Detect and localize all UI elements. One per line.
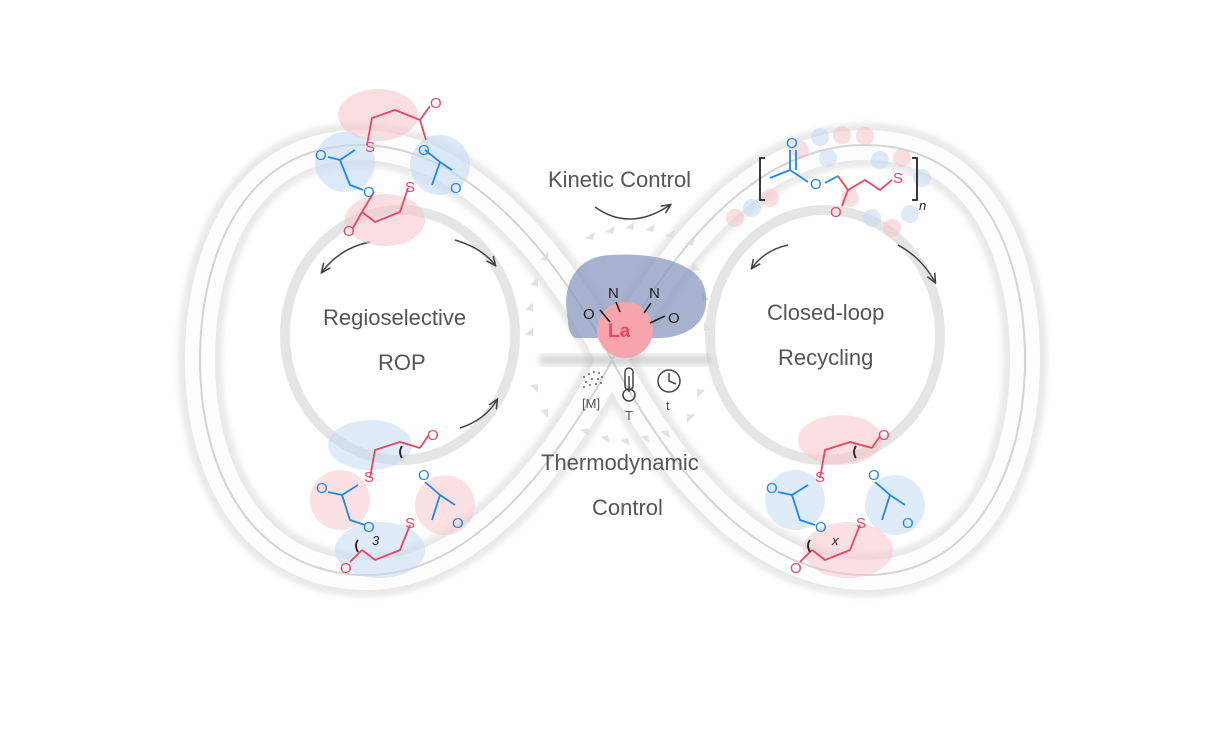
ester-o-right: O <box>418 142 430 159</box>
rop-label: ROP <box>378 350 426 375</box>
n-atom-left: N <box>608 285 619 302</box>
polymer-carbonyl-o-red: O <box>830 204 842 221</box>
recycling-label: Recycling <box>778 345 873 370</box>
oligomer-sulfur-right: S <box>405 515 415 532</box>
oligomer-carbonyl-o-right: O <box>452 515 464 532</box>
polymer-ester-o: O <box>810 176 822 193</box>
recycled-carbonyl-o-right: O <box>902 515 914 532</box>
polymer-top-right: O O S O n <box>726 126 931 237</box>
left-bottom-arrow <box>459 400 497 429</box>
closed-loop-label: Closed-loop <box>767 300 884 325</box>
concentration-label: [M] <box>582 396 600 411</box>
thermometer-icon <box>622 367 636 402</box>
kinetic-arrow <box>594 205 670 220</box>
chevron-pattern <box>525 222 712 446</box>
concentration-dots-icon <box>583 371 603 388</box>
right-top-left-arrow <box>752 244 789 268</box>
recycled-carbonyl-o-top: O <box>878 427 890 444</box>
polymer-sulfur: S <box>893 170 903 187</box>
o-atom-right: O <box>668 310 680 327</box>
oligomer-carbonyl-o-top: O <box>427 427 439 444</box>
time-label: t <box>666 398 670 413</box>
recycled-sulfur-left: S <box>815 469 825 486</box>
la-metal-label: La <box>608 321 631 342</box>
recycled-ester-o-left: O <box>815 519 827 536</box>
thermodynamic-label-line2: Control <box>592 495 663 520</box>
oligomer-ester-o-right: O <box>418 467 430 484</box>
oligomer-bottom-right: O S O O O S O O x <box>765 415 925 578</box>
carbonyl-o-left: O <box>315 147 327 164</box>
oligomer-carbonyl-o-bottom: O <box>340 560 352 577</box>
left-top-left-arrow <box>322 241 371 272</box>
sulfur-atom-right: S <box>405 179 415 196</box>
polymer-carbonyl-o: O <box>786 135 798 152</box>
carbonyl-o-right: O <box>450 180 462 197</box>
left-top-right-arrow <box>454 239 495 265</box>
recycled-sulfur-right: S <box>856 515 866 532</box>
conditions: [M] T t <box>582 367 681 423</box>
oligomer-sulfur-left: S <box>364 469 374 486</box>
polymer-subscript-n: n <box>919 198 926 213</box>
la-metal-circle <box>597 302 653 358</box>
recycled-carbonyl-o-bottom: O <box>790 560 802 577</box>
la-catalyst: La N N O O <box>566 254 707 358</box>
kinetic-control-label: Kinetic Control <box>548 167 691 192</box>
regioselective-label: Regioselective <box>323 305 466 330</box>
carbonyl-o-bottom: O <box>343 223 355 240</box>
temperature-label: T <box>625 408 633 423</box>
oligomer-ester-o-left: O <box>363 519 375 536</box>
recycled-subscript-x: x <box>831 533 839 548</box>
carbonyl-o-top: O <box>430 95 442 112</box>
ester-o-left: O <box>363 184 375 201</box>
recycled-ester-o-right: O <box>868 467 880 484</box>
sulfur-atom-left: S <box>365 139 375 156</box>
right-top-right-arrow <box>897 244 935 282</box>
oligomer-carbonyl-o-left: O <box>316 480 328 497</box>
clock-icon <box>657 369 681 393</box>
oligomer-bottom-left: O S O O O S O O 3 <box>310 420 475 578</box>
oligomer-subscript-3: 3 <box>372 533 380 548</box>
n-atom-right: N <box>649 285 660 302</box>
cycle-arrows <box>322 205 935 429</box>
recycled-carbonyl-o-left: O <box>766 480 778 497</box>
thermodynamic-label-line1: Thermodynamic <box>541 450 699 475</box>
o-atom-left: O <box>583 306 595 323</box>
monomer-macrocycle-top-left: O S O O O S O O <box>315 89 470 246</box>
